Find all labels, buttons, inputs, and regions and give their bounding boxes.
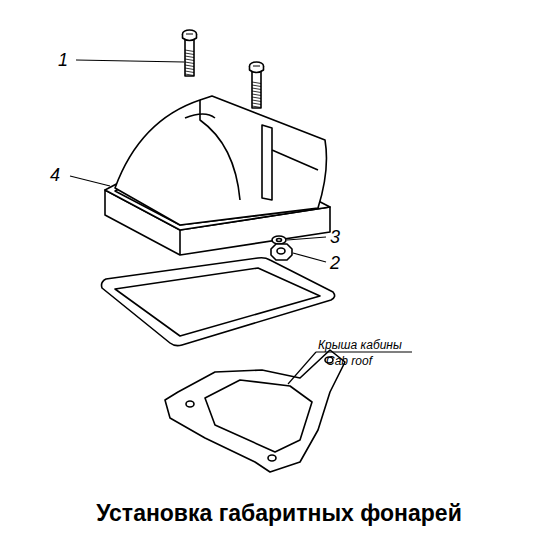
screw-thread: [252, 103, 261, 105]
screw-thread: [252, 85, 261, 87]
screw-thread: [252, 97, 261, 99]
screw-thread: [252, 91, 261, 93]
roof-hole: [186, 401, 194, 407]
cab-roof-plate: [165, 350, 345, 472]
gasket-inner: [115, 268, 320, 336]
screw-thread: [185, 50, 194, 52]
screw-thread: [185, 65, 194, 67]
nut: [271, 244, 292, 260]
screw: [250, 62, 264, 108]
callout-number: 4: [50, 166, 60, 184]
screw-thread: [185, 59, 194, 61]
screw-thread: [252, 82, 261, 84]
gasket: [102, 258, 335, 346]
roof-hole: [268, 455, 276, 461]
screw-thread: [252, 106, 261, 108]
screw-thread: [252, 94, 261, 96]
diagram-title: Установка габаритных фонарей: [0, 500, 558, 527]
lamp-housing-dome: [115, 96, 326, 225]
screw-thread: [185, 74, 194, 76]
screw-thread: [185, 71, 194, 73]
screw-thread: [252, 100, 261, 102]
callout-number: 2: [330, 254, 340, 272]
screw-thread: [185, 53, 194, 55]
screw: [183, 30, 197, 76]
screw-thread: [185, 62, 194, 64]
part-label: Крыша кабины: [318, 339, 402, 351]
leader-lines: [70, 60, 412, 384]
screw-thread: [252, 88, 261, 90]
callout-number: 1: [58, 51, 68, 69]
part-label: Cab roof: [326, 355, 372, 367]
screw-thread: [185, 56, 194, 58]
screw-thread: [185, 68, 194, 70]
housing-slot: [262, 125, 272, 200]
roof-cutout: [205, 380, 312, 452]
callout-number: 3: [330, 228, 340, 246]
washer: [272, 236, 286, 244]
